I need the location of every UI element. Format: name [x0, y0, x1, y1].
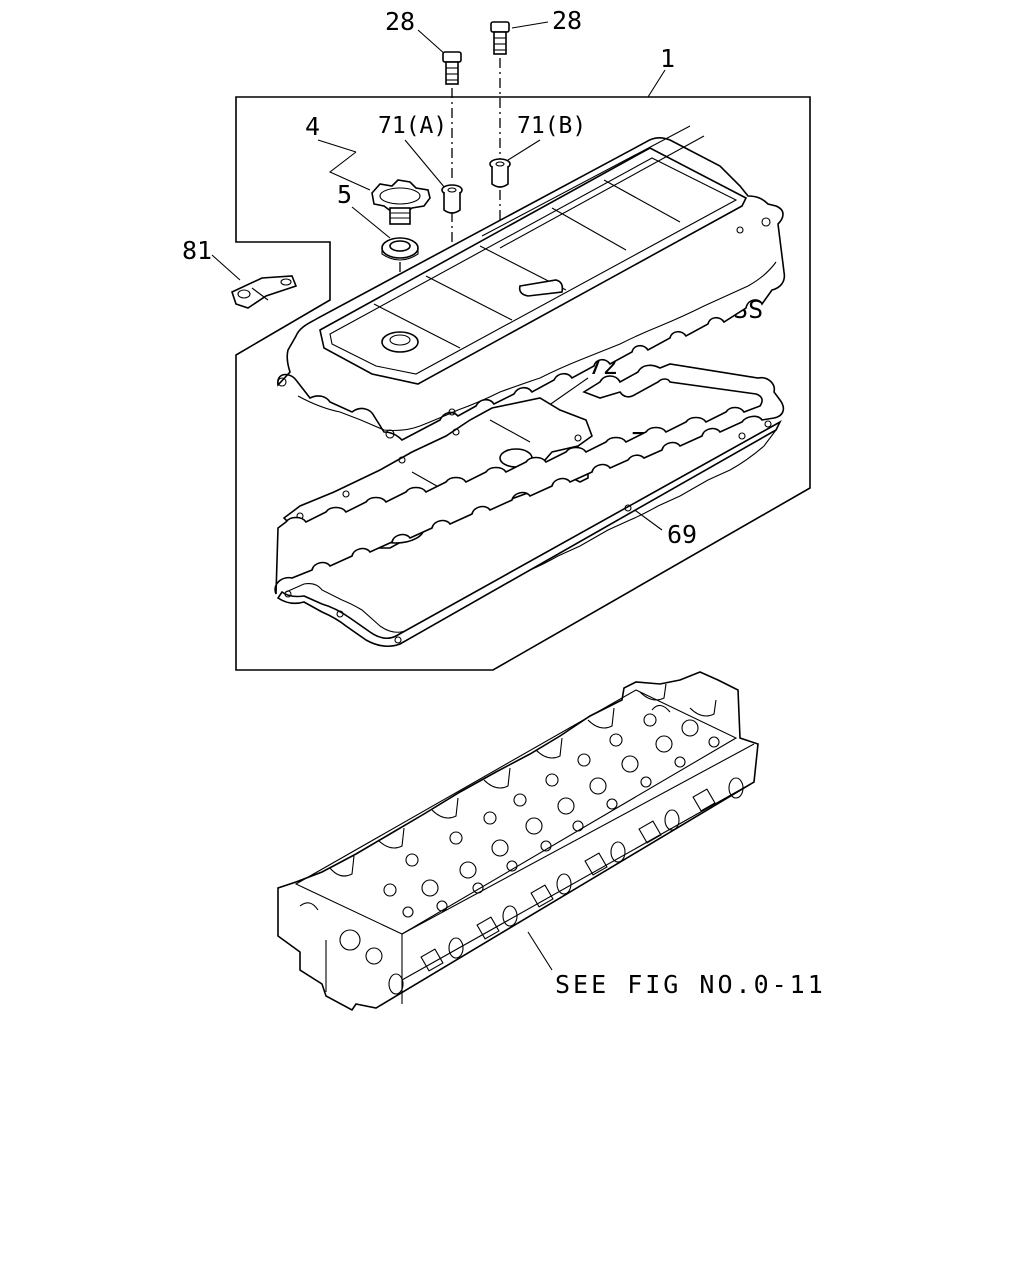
callout-28-left: 28: [385, 7, 415, 36]
grommet-71b: [489, 158, 511, 188]
cylinder-head: [277, 671, 759, 1012]
callout-81: 81: [182, 236, 212, 265]
assembly-boundary: [235, 96, 811, 671]
bolt-28-right: [490, 21, 510, 55]
callout-4: 4: [305, 112, 320, 141]
oil-filler-cap: [371, 179, 431, 225]
callout-1: 1: [660, 44, 675, 73]
bolt-28-left: [442, 51, 462, 85]
callout-28-right: 28: [552, 6, 582, 35]
callout-69: 69: [667, 520, 697, 549]
harness-clip: [231, 275, 298, 309]
callout-71a: 71(A): [378, 113, 447, 139]
cap-seal: [381, 237, 419, 261]
callout-71b: 71(B): [517, 113, 586, 139]
see-figure-note: SEE FIG NO.0-11: [555, 970, 826, 999]
callout-5: 5: [337, 180, 352, 209]
cylinder-head-cover: [277, 125, 786, 441]
grommet-71a: [441, 184, 463, 214]
head-cover-gasket: [274, 363, 785, 648]
